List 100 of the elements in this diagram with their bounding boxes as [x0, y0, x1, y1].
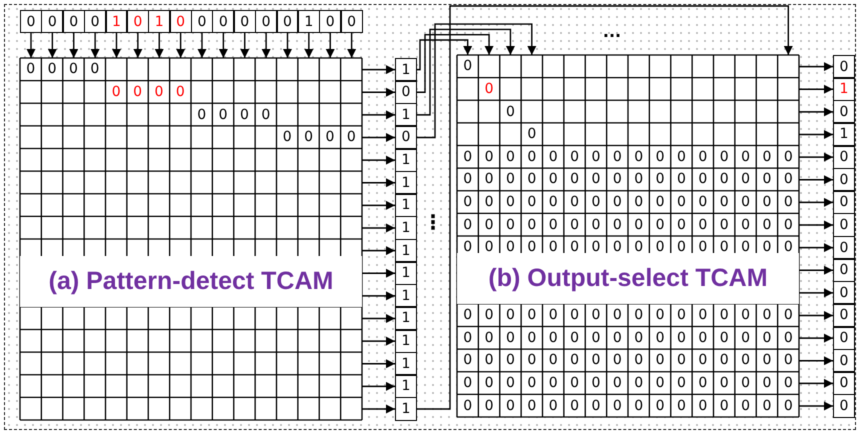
cell-value: 0 [634, 398, 644, 413]
cell-value: 0 [656, 353, 665, 368]
cell-value: 0 [506, 172, 515, 186]
bit-cell: 0 [170, 10, 192, 33]
cell-value: 0 [656, 195, 665, 210]
output-cell: 0 [833, 372, 855, 395]
arrow [176, 33, 186, 58]
cell-value: 0 [634, 240, 644, 254]
arrow [417, 34, 494, 93]
cell-value: 0 [463, 172, 472, 186]
cell-value: 0 [112, 84, 121, 99]
cell-value: 0 [762, 353, 772, 368]
match-cell: 1 [395, 397, 417, 421]
cell-value: 0 [548, 240, 558, 254]
cell-value: 0 [261, 108, 270, 122]
cell-value: 0 [506, 195, 515, 210]
cell-value: 0 [570, 172, 580, 186]
arrow [417, 23, 536, 138]
arrow [154, 33, 164, 58]
match-cell: 1 [395, 284, 417, 308]
cell-value: 0 [506, 353, 515, 368]
cell-value: 0 [570, 376, 580, 390]
cell-value: 0 [612, 240, 622, 254]
arrow [362, 246, 395, 256]
arrow [799, 152, 833, 162]
arrow [133, 33, 142, 58]
arrow [799, 107, 833, 116]
arrow [799, 311, 833, 320]
cell-value: 0 [656, 172, 665, 186]
cell-value: 0 [612, 376, 622, 390]
arrow [799, 402, 833, 410]
cell-value: 0 [698, 308, 708, 322]
cell-value: 0 [676, 376, 686, 390]
cell-value: 0 [240, 108, 249, 122]
cell-value: 0 [463, 240, 472, 254]
match-cell: 1 [395, 262, 417, 285]
cell-value: 0 [634, 172, 644, 186]
cell-value: 0 [656, 308, 665, 322]
output-cell: 0 [833, 213, 855, 237]
cell-value: 0 [506, 308, 515, 322]
arrow [417, 28, 515, 116]
arrow [799, 378, 833, 388]
match-cell: 1 [395, 239, 417, 262]
cell-value: 0 [591, 240, 600, 254]
cell-value: 0 [784, 195, 793, 210]
cell-value: 0 [676, 240, 686, 254]
tcam-array [20, 58, 362, 420]
cell-value: 0 [548, 330, 558, 345]
match-cell: 1 [395, 352, 417, 376]
cell-value: 0 [741, 240, 750, 254]
match-cell: 1 [395, 148, 417, 172]
arrow [362, 65, 395, 74]
cell-value: 0 [570, 353, 580, 368]
bit-cell: 0 [20, 10, 42, 33]
cell-value: 0 [484, 82, 494, 96]
cell-value: 0 [634, 195, 644, 210]
cell-value: 0 [282, 130, 292, 144]
match-cell: 1 [395, 306, 417, 330]
cell-value: 0 [634, 330, 644, 345]
cell-value: 0 [570, 240, 580, 254]
arrow [362, 110, 395, 120]
cell-value: 0 [741, 172, 750, 186]
cell-value: 0 [676, 172, 686, 186]
bit-cell: 1 [148, 10, 170, 33]
match-cell: 1 [395, 330, 417, 353]
arrow [362, 359, 395, 368]
cell-value: 0 [591, 218, 600, 232]
cell-value: 0 [591, 172, 600, 186]
bit-cell: 0 [276, 10, 298, 33]
arrow [799, 130, 833, 139]
arrow [362, 268, 395, 278]
cell-value: 0 [784, 150, 793, 164]
arrow [417, 5, 793, 410]
cell-value: 0 [698, 376, 708, 390]
output-cell: 0 [833, 258, 855, 282]
cell-value: 0 [784, 240, 793, 254]
output-cell: 0 [833, 326, 855, 350]
cell-value: 0 [484, 172, 494, 186]
cell-value: 0 [484, 330, 494, 345]
cell-value: 0 [527, 127, 536, 142]
arrow [90, 33, 100, 58]
cell-value: 0 [676, 330, 686, 345]
cell-value: 0 [506, 218, 515, 232]
output-cell: 1 [833, 78, 855, 101]
cell-value: 0 [784, 218, 793, 232]
cell-value: 0 [698, 353, 708, 368]
cell-value: 0 [720, 398, 729, 413]
cell-value: 0 [591, 398, 600, 413]
cell-value: 0 [570, 308, 580, 322]
arrow [48, 33, 57, 58]
cell-value: 0 [634, 376, 644, 390]
cell-value: 0 [698, 398, 708, 413]
cell-value: 0 [527, 398, 536, 413]
cell-value: 0 [762, 172, 772, 186]
cell-value: 0 [484, 308, 494, 322]
cell-value: 0 [741, 195, 750, 210]
arrow [304, 33, 314, 58]
cell-value: 0 [484, 353, 494, 368]
arrow [362, 133, 395, 142]
cell-value: 0 [676, 195, 686, 210]
